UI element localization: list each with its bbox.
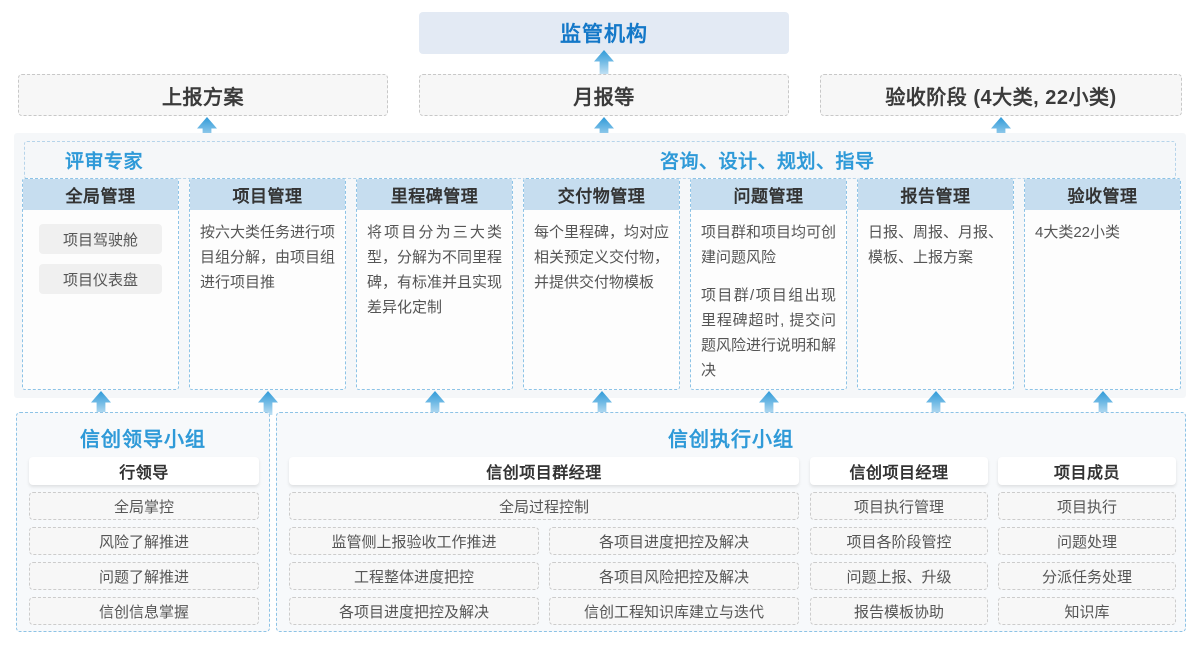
card-paragraph: 项目群/项目组出现里程碑超时, 提交问题风险进行说明和解决 bbox=[701, 287, 837, 379]
management-cards: 全局管理 项目驾驶舱 项目仪表盘 项目管理 按六大类任务进行项目组分解，由项目组… bbox=[0, 178, 1200, 390]
list-item[interactable]: 项目执行管理 bbox=[810, 492, 988, 520]
program-manager-col-right: 各项目进度把控及解决 各项目风险把控及解决 信创工程知识库建立与迭代 bbox=[549, 520, 799, 625]
card-body: 日报、周报、月报、模板、上报方案 bbox=[858, 210, 1013, 270]
regulator-box: 监管机构 bbox=[419, 12, 789, 54]
card-title: 交付物管理 bbox=[524, 179, 679, 210]
group-title: 信创执行小组 bbox=[668, 429, 794, 451]
regulator-label: 监管机构 bbox=[560, 23, 648, 46]
card-title: 全局管理 bbox=[23, 179, 178, 210]
card-issue-management[interactable]: 问题管理 项目群和项目均可创建问题风险 项目群/项目组出现里程碑超时, 提交问题… bbox=[690, 178, 847, 390]
report-row: 上报方案 月报等 验收阶段 (4大类, 22小类) bbox=[0, 74, 1200, 116]
list-item[interactable]: 信创信息掌握 bbox=[29, 597, 259, 625]
group-leadership: 信创领导小组 行领导 全局掌控 风险了解推进 问题了解推进 信创信息掌握 bbox=[16, 412, 270, 632]
card-global-management[interactable]: 全局管理 项目驾驶舱 项目仪表盘 bbox=[22, 178, 179, 390]
subcolumn-bank-leader: 行领导 全局掌控 风险了解推进 问题了解推进 信创信息掌握 bbox=[29, 457, 259, 625]
program-manager-grid: 监管侧上报验收工作推进 工程整体进度把控 各项目进度把控及解决 各项目进度把控及… bbox=[289, 520, 799, 625]
card-body: 每个里程碑，均对应相关预定义交付物，并提供交付物模板 bbox=[524, 210, 679, 295]
group-execution: 信创执行小组 信创项目群经理 全局过程控制 监管侧上报验收工作推进 工程整体进度… bbox=[276, 412, 1186, 632]
card-paragraph: 将项目分为三大类型，分解为不同里程碑，有标准并且实现差异化定制 bbox=[367, 224, 503, 316]
program-manager-col-left: 监管侧上报验收工作推进 工程整体进度把控 各项目进度把控及解决 bbox=[289, 520, 539, 625]
card-title: 问题管理 bbox=[691, 179, 846, 210]
pill-item[interactable]: 项目驾驶舱 bbox=[39, 224, 162, 254]
card-title: 验收管理 bbox=[1025, 179, 1180, 210]
bottom-groups: 信创领导小组 行领导 全局掌控 风险了解推进 问题了解推进 信创信息掌握 信创执… bbox=[0, 412, 1200, 640]
card-body: 项目群和项目均可创建问题风险 项目群/项目组出现里程碑超时, 提交问题风险进行说… bbox=[691, 210, 846, 383]
list-item-span[interactable]: 全局过程控制 bbox=[289, 492, 799, 520]
list-item[interactable]: 报告模板协助 bbox=[810, 597, 988, 625]
list-item[interactable]: 信创工程知识库建立与迭代 bbox=[549, 597, 799, 625]
card-paragraph: 4大类22小类 bbox=[1035, 224, 1121, 241]
list-item[interactable]: 问题上报、升级 bbox=[810, 562, 988, 590]
card-title: 项目管理 bbox=[190, 179, 345, 210]
subcolumn-header[interactable]: 行领导 bbox=[29, 457, 259, 485]
card-body: 按六大类任务进行项目组分解，由项目组进行项目推 bbox=[190, 210, 345, 295]
list-item[interactable]: 各项目进度把控及解决 bbox=[549, 527, 799, 555]
card-paragraph: 按六大类任务进行项目组分解，由项目组进行项目推 bbox=[200, 224, 336, 291]
card-milestone-management[interactable]: 里程碑管理 将项目分为三大类型，分解为不同里程碑，有标准并且实现差异化定制 bbox=[356, 178, 513, 390]
list-item[interactable]: 项目执行 bbox=[998, 492, 1176, 520]
card-body: 项目驾驶舱 项目仪表盘 bbox=[23, 210, 178, 294]
subcolumn-header[interactable]: 信创项目经理 bbox=[810, 457, 988, 485]
card-report-management[interactable]: 报告管理 日报、周报、月报、模板、上报方案 bbox=[857, 178, 1014, 390]
card-acceptance-management[interactable]: 验收管理 4大类22小类 bbox=[1024, 178, 1181, 390]
consult-design-plan-guide-label: 咨询、设计、规划、指导 bbox=[660, 151, 875, 173]
list-item[interactable]: 知识库 bbox=[998, 597, 1176, 625]
subcolumn-project-manager: 信创项目经理 项目执行管理 项目各阶段管控 问题上报、升级 报告模板协助 bbox=[810, 457, 988, 625]
list-item[interactable]: 监管侧上报验收工作推进 bbox=[289, 527, 539, 555]
list-item[interactable]: 分派任务处理 bbox=[998, 562, 1176, 590]
card-body: 4大类22小类 bbox=[1025, 210, 1180, 245]
card-paragraph: 每个里程碑，均对应相关预定义交付物，并提供交付物模板 bbox=[534, 224, 670, 291]
list-item[interactable]: 风险了解推进 bbox=[29, 527, 259, 555]
report-label: 上报方案 bbox=[162, 86, 244, 109]
subcolumn-header[interactable]: 项目成员 bbox=[998, 457, 1176, 485]
group-title: 信创领导小组 bbox=[80, 429, 206, 451]
list-item[interactable]: 各项目进度把控及解决 bbox=[289, 597, 539, 625]
report-label: 验收阶段 (4大类, 22小类) bbox=[885, 86, 1117, 109]
card-title: 报告管理 bbox=[858, 179, 1013, 210]
card-title: 里程碑管理 bbox=[357, 179, 512, 210]
list-item[interactable]: 各项目风险把控及解决 bbox=[549, 562, 799, 590]
report-label: 月报等 bbox=[573, 86, 635, 109]
list-item[interactable]: 问题处理 bbox=[998, 527, 1176, 555]
subcolumn-project-member: 项目成员 项目执行 问题处理 分派任务处理 知识库 bbox=[998, 457, 1176, 625]
card-paragraph: 项目群和项目均可创建问题风险 bbox=[701, 224, 837, 266]
pill-item[interactable]: 项目仪表盘 bbox=[39, 264, 162, 294]
list-item[interactable]: 工程整体进度把控 bbox=[289, 562, 539, 590]
list-item[interactable]: 问题了解推进 bbox=[29, 562, 259, 590]
card-project-management[interactable]: 项目管理 按六大类任务进行项目组分解，由项目组进行项目推 bbox=[189, 178, 346, 390]
report-box-acceptance[interactable]: 验收阶段 (4大类, 22小类) bbox=[820, 74, 1182, 116]
card-body: 将项目分为三大类型，分解为不同里程碑，有标准并且实现差异化定制 bbox=[357, 210, 512, 320]
consult-band-header: 评审专家 咨询、设计、规划、指导 bbox=[24, 141, 1176, 179]
list-item[interactable]: 全局掌控 bbox=[29, 492, 259, 520]
review-experts-label: 评审专家 bbox=[65, 151, 144, 173]
subcolumn-program-manager: 信创项目群经理 全局过程控制 监管侧上报验收工作推进 工程整体进度把控 各项目进… bbox=[289, 457, 799, 625]
report-box-monthly[interactable]: 月报等 bbox=[419, 74, 789, 116]
subcolumn-header[interactable]: 信创项目群经理 bbox=[289, 457, 799, 485]
list-item[interactable]: 项目各阶段管控 bbox=[810, 527, 988, 555]
report-box-plan[interactable]: 上报方案 bbox=[18, 74, 388, 116]
card-paragraph: 日报、周报、月报、模板、上报方案 bbox=[868, 224, 1004, 266]
card-deliverable-management[interactable]: 交付物管理 每个里程碑，均对应相关预定义交付物，并提供交付物模板 bbox=[523, 178, 680, 390]
